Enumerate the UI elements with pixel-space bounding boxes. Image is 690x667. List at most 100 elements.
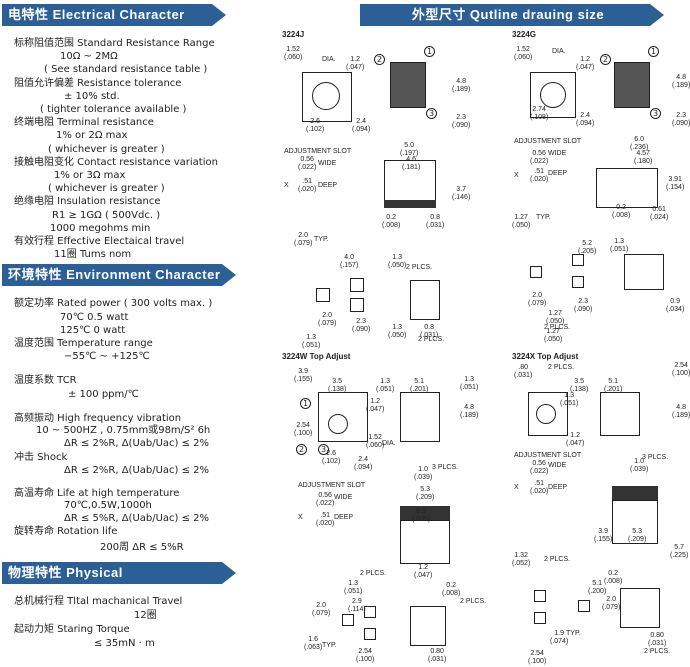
x-pad-2 (534, 612, 546, 624)
g-dimension: 3.91 (.154) (666, 176, 685, 191)
j-dimension: 0.8 (.031) (420, 324, 439, 339)
electrical-line: ± 10% std. (64, 90, 120, 102)
environment-line: 200周 ΔR ≤ 5%R (100, 542, 184, 553)
w-dimension: 3.9 (.155) (294, 368, 313, 383)
w-dimension: 0.80 (.031) (428, 648, 447, 663)
w-dimension: 4.8 (.189) (460, 404, 479, 419)
x-bottom-body (620, 588, 660, 628)
g-dimension: 2.4 (.094) (576, 112, 595, 127)
g-pad-2 (572, 254, 584, 266)
w-plcs3-label: 3 PLCS. (432, 464, 459, 471)
j-dimension: 1.3 (.050) (388, 324, 407, 339)
electrical-line: 绝缘电阻 Insulation resistance (14, 196, 161, 208)
w-dimension: 0.9 (.035) (412, 508, 431, 523)
physical-line: 起动力矩 Staring Torque (14, 624, 130, 635)
g-dia-label: DIA. (552, 48, 566, 55)
environment-line: 冲击 Shock (14, 452, 68, 463)
physical-line: 总机械行程 Tltal machanical Travel (14, 596, 183, 607)
x-plcs2-label-c: 2 PLCS. (644, 648, 671, 655)
j-deep-label: DEEP (318, 182, 338, 189)
g-dimension: 0.2 (.008) (612, 204, 631, 219)
w-dimension: .51 (.020) (316, 512, 335, 527)
j-side-body (390, 62, 426, 108)
electrical-line: 终端电阻 Terminal resistance (14, 117, 154, 129)
x-dimension: 1.2 (.047) (566, 432, 585, 447)
g-dimension: 0.61 (.024) (650, 206, 669, 221)
environment-line: ΔR ≤ 2%R, Δ(Uab/Uac) ≤ 2% (64, 438, 210, 449)
g-dimension: 1.3 (.051) (610, 238, 629, 253)
w-dimension: 1.6 (.063) (304, 636, 323, 651)
w-plcs2-label-a: 2 PLCS. (360, 570, 387, 577)
x-wide-label: WIDE (548, 462, 567, 469)
w-pin-1-marker: 1 (300, 398, 311, 409)
environment-header: 环境特性 Environment Character istics (2, 264, 236, 304)
j-dimension: 1.52 (.060) (284, 46, 303, 61)
physical-line: ≤ 35mN · m (94, 638, 155, 649)
j-dimension: 1.2 (.047) (346, 56, 365, 71)
g-dimension: 1.27 (.050) (546, 310, 565, 325)
j-dimension: .51 (.020) (298, 178, 317, 193)
w-dimension: 1.2 (.047) (414, 564, 433, 579)
x-typ-label: TYP. (566, 630, 581, 637)
j-dimension: 2.6 (.102) (306, 118, 325, 133)
j-dimension: 4.8 (.189) (452, 78, 471, 93)
g-bottom-body (624, 254, 664, 290)
w-dimension: 2.4 (.094) (354, 456, 373, 471)
j-pin-2-marker: 2 (374, 54, 385, 65)
j-dimension: 2.3 (.090) (452, 114, 471, 129)
g-adjust-screw (540, 82, 566, 108)
x-dimension: 5.3 (.209) (628, 528, 647, 543)
j-wide-label: WIDE (318, 160, 337, 167)
g-dimension: 2.3 (.090) (574, 298, 593, 313)
g-side-body (614, 62, 650, 108)
j-adjust-screw (312, 82, 340, 110)
electrical-line: 10Ω ~ 2MΩ (60, 51, 118, 63)
environment-line: −55℃ ~ +125℃ (64, 351, 150, 362)
j-dimension: 3.7 (.146) (452, 186, 471, 201)
w-deep-label: DEEP (334, 514, 354, 521)
x-dimension: 0.56 (.022) (530, 460, 549, 475)
environment-line: 70℃,0.5W,1000h (64, 500, 152, 511)
x-dimension: 1.0 (.039) (630, 458, 649, 473)
g-dimension: 6.0 (.236) (630, 136, 649, 151)
x-dimension: 2.0 (.079) (602, 596, 621, 611)
g-pad-1 (530, 266, 542, 278)
environment-title: 环境特性 Environment Character istics (8, 267, 221, 304)
j-dimension: 2.0 (.079) (294, 232, 313, 247)
x-dimension: .51 (.020) (530, 480, 549, 495)
j-pad-2 (350, 278, 364, 292)
g-dimension: 2.3 (.090) (672, 112, 690, 127)
g-dimension: 0.56 (.022) (530, 150, 549, 165)
x-dimension: 0.2 (.008) (604, 570, 623, 585)
g-slot-label: ADJUSTMENT SLOT (514, 138, 582, 145)
w-front-top (400, 506, 450, 520)
w-dimension: 3.5 (.138) (328, 378, 347, 393)
j-pin-1-marker: 1 (424, 46, 435, 57)
g-pin-3-marker: 3 (650, 108, 661, 119)
x-pad-1 (534, 590, 546, 602)
x-dimension: 3.9 (.155) (594, 528, 613, 543)
electrical-line: 11圈 Tums nom (54, 249, 132, 261)
model-3224g: 3224G (512, 30, 537, 39)
x-dimension: 2.54 (.100) (528, 650, 547, 665)
electrical-line: R1 ≥ 1GΩ ( 500Vdc. ) (52, 209, 161, 221)
w-pin-2-marker: 2 (296, 444, 307, 455)
x-dimension: 1.32 (.052) (512, 552, 531, 567)
environment-line: 高温寿命 Life at high temperature (14, 488, 180, 499)
outline-title: 外型尺寸 Qutline drauing size (411, 7, 605, 22)
w-dimension: 5.1 (.201) (410, 378, 429, 393)
w-dimension: 2.6 (.102) (322, 450, 341, 465)
x-plcs2-label-b: 2 PLCS. (544, 556, 571, 563)
j-pad-1 (316, 288, 330, 302)
electrical-line: 1000 megohms min (50, 222, 151, 234)
g-pad-3 (572, 276, 584, 288)
g-x-label: X (514, 172, 519, 179)
electrical-line: 1% or 3Ω max (54, 170, 126, 181)
g-pin-1-marker: 1 (648, 46, 659, 57)
x-front-top (612, 486, 658, 500)
x-dimension: 4.8 (.189) (672, 404, 690, 419)
g-dimension: 0.9 (.034) (666, 298, 685, 313)
x-front-body (612, 500, 658, 544)
x-plcs2-label-a: 2 PLCS. (548, 364, 575, 371)
j-bottom-body (410, 280, 440, 320)
